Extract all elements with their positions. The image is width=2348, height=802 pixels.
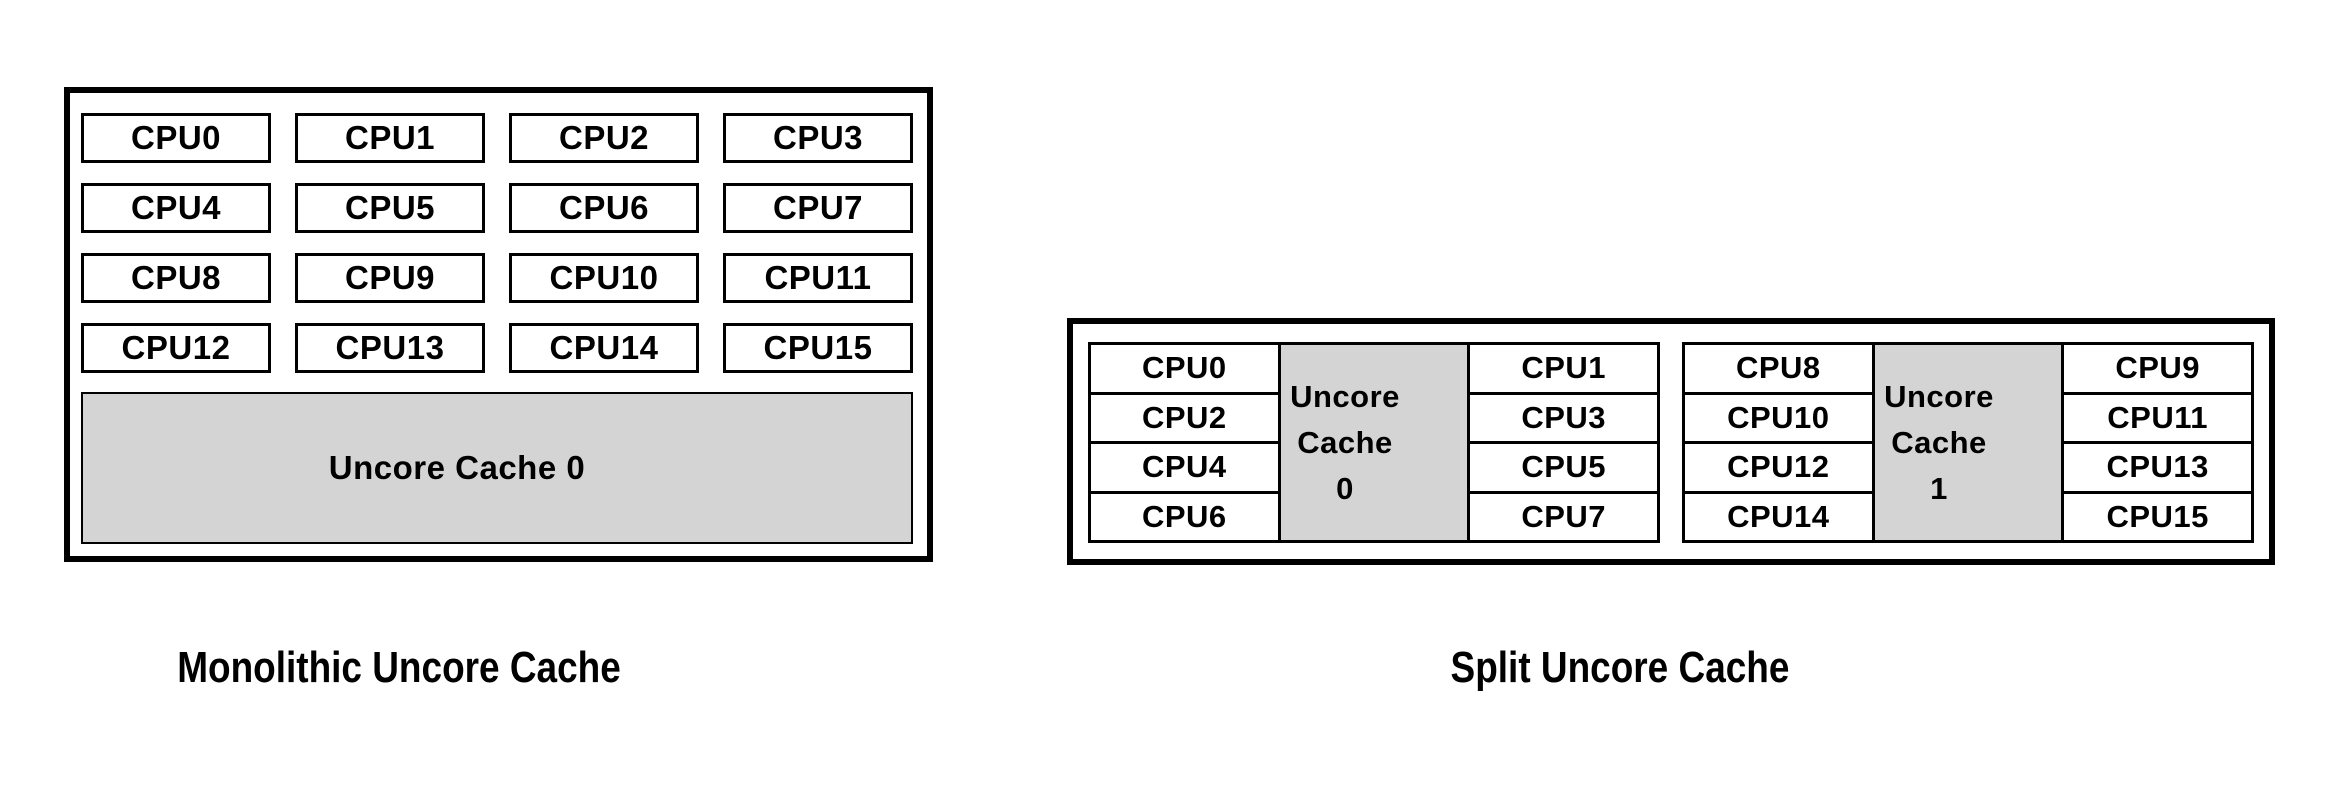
cpu-box: CPU1 [295,113,485,163]
cpu-cell: CPU3 [1470,394,1657,441]
cpu-cell: CPU5 [1470,444,1657,491]
cache-label-line: Cache [1891,424,1987,460]
cpu-box: CPU12 [81,323,271,373]
cpu-box: CPU11 [723,253,913,303]
cpu-cell: CPU13 [2064,444,2251,491]
monolithic-caption: Monolithic Uncore Cache [177,643,621,692]
uncore-cache-0-box: Uncore Cache 0 [81,392,913,544]
cpu-box: CPU7 [723,183,913,233]
cpu-cell: CPU7 [1470,493,1657,540]
cpu-box: CPU0 [81,113,271,163]
cpu-box: CPU13 [295,323,485,373]
cpu-cell: CPU1 [1470,345,1657,392]
cpu-box: CPU10 [509,253,699,303]
cpu-cell: CPU10 [1685,394,1872,441]
cpu-cell: CPU14 [1685,493,1872,540]
cpu-cell: CPU2 [1091,394,1278,441]
split-caption: Split Uncore Cache [1450,643,1790,692]
cache-label-line: 0 [1336,470,1354,506]
cpu-cell: CPU12 [1685,444,1872,491]
cpu-cell: CPU4 [1091,444,1278,491]
cpu-box: CPU5 [295,183,485,233]
cpu-box: CPU2 [509,113,699,163]
cache-label-line: Uncore [1884,378,1994,414]
cache-label-line: 1 [1930,470,1948,506]
uncore-cache-0-label: Uncore Cache 0 [328,449,586,486]
cpu-box: CPU15 [723,323,913,373]
cpu-cell: CPU9 [2064,345,2251,392]
cpu-cell: CPU11 [2064,394,2251,441]
cache-label-line: Uncore [1290,378,1400,414]
cpu-box: CPU6 [509,183,699,233]
cpu-cell: CPU15 [2064,493,2251,540]
cpu-box: CPU3 [723,113,913,163]
cache-label-line: Cache [1297,424,1393,460]
cpu-box: CPU8 [81,253,271,303]
cpu-cell: CPU6 [1091,493,1278,540]
cpu-cell: CPU8 [1685,345,1872,392]
cpu-box: CPU9 [295,253,485,303]
cpu-box: CPU4 [81,183,271,233]
cpu-cell: CPU0 [1091,345,1278,392]
cpu-box: CPU14 [509,323,699,373]
